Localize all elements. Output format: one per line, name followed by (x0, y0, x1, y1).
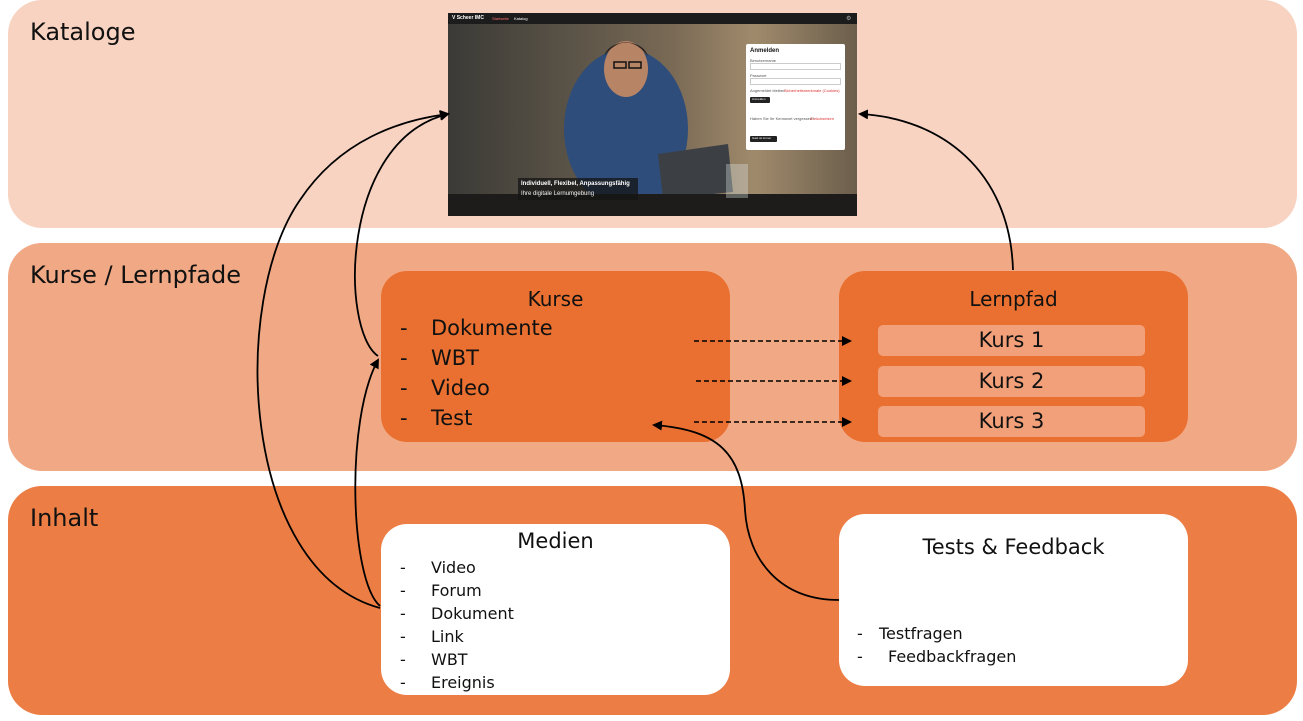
lernpfad-kurs-2: Kurs 2 (878, 366, 1145, 397)
screenshot-top-bar: V Scheer IMC Startseite Katalog ⚙ (448, 13, 857, 24)
screenshot-gear-icon: ⚙ (846, 16, 852, 22)
lernpfad-kurs-1: Kurs 1 (878, 325, 1145, 356)
screenshot-login-panel: Anmelden Benutzername Passwort Angemelde… (746, 44, 845, 150)
kurse-item: -Video (400, 376, 490, 400)
medien-item: -Video (400, 558, 476, 577)
lernpfad-title: Lernpfad (969, 287, 1058, 311)
tests-feedback-box: Tests & Feedback -Testfragen -Feedbackfr… (839, 514, 1188, 686)
screenshot-brand: V Scheer IMC (452, 15, 484, 21)
lernpfad-kurs-3: Kurs 3 (878, 406, 1145, 437)
screenshot-caption: Individuell, Flexibel, Anpassungsfähig I… (518, 178, 638, 200)
kurse-title: Kurse (527, 287, 584, 311)
screenshot-person-illustration (448, 41, 857, 216)
screenshot-guest-button: Gast ist immer (750, 136, 777, 142)
screenshot-username-field (750, 63, 841, 70)
tests-feedback-list: -Testfragen -Feedbackfragen (857, 624, 1017, 670)
screenshot-password-field (750, 78, 841, 85)
screenshot-username-label: Benutzername (750, 58, 777, 63)
lernpfad-box: Lernpfad Kurs 1 Kurs 2 Kurs 3 (839, 271, 1188, 442)
medien-item: -Link (400, 627, 464, 646)
tests-feedback-item: -Feedbackfragen (857, 647, 1017, 666)
medien-title: Medien (517, 529, 594, 553)
screenshot-caption-sub: Ihre digitale Lernumgebung (521, 191, 595, 197)
arrow-medien-to-kurse (354, 358, 381, 607)
tests-feedback-title: Tests & Feedback (922, 535, 1105, 559)
band-title-kurse-lernpfade: Kurse / Lernpfade (30, 261, 241, 289)
medien-item: -Dokument (400, 604, 514, 623)
kurse-item: -WBT (400, 346, 479, 370)
medien-item: -Forum (400, 581, 482, 600)
arrow-medien-to-katalog (256, 110, 450, 609)
arrow-tests-to-kurse (652, 420, 840, 601)
screenshot-caption-title: Individuell, Flexibel, Anpassungsfähig (521, 181, 630, 187)
screenshot-login-button: Anmelden (750, 97, 770, 103)
screenshot-login-title: Anmelden (750, 48, 780, 54)
screenshot-password-label: Passwort (750, 73, 767, 78)
kurse-list: -Dokumente -WBT -Video -Test (400, 316, 553, 436)
kurse-box: Kurse -Dokumente -WBT -Video -Test (381, 271, 730, 442)
catalog-screenshot: V Scheer IMC Startseite Katalog ⚙ Anmeld… (448, 13, 857, 216)
medien-item: -WBT (400, 650, 468, 669)
arrow-lernpfad-to-katalog (858, 109, 1014, 271)
medien-box: Medien -Video -Forum -Dokument -Link -WB… (381, 524, 730, 695)
band-title-kataloge: Kataloge (30, 18, 136, 46)
band-title-inhalt: Inhalt (30, 504, 99, 532)
screenshot-forgot-link: Zurücksetzen (810, 116, 835, 121)
screenshot-nav-katalog: Katalog (514, 16, 528, 21)
screenshot-remember: Angemeldet bleiben (750, 88, 786, 93)
tests-feedback-item: -Testfragen (857, 624, 963, 643)
medien-list: -Video -Forum -Dokument -Link -WBT -Erei… (400, 558, 514, 696)
kurse-item: -Test (400, 406, 473, 430)
screenshot-nav-startseite: Startseite (492, 16, 509, 21)
screenshot-privacy-link: Sicherheitsmerkmale (Cookies) (784, 88, 840, 93)
screenshot-forgot-text: Haben Sie Ihr Kennwort vergessen? (750, 116, 815, 121)
arrow-kurse-to-katalog (354, 111, 450, 357)
medien-item: -Ereignis (400, 673, 495, 692)
kurse-item: -Dokumente (400, 316, 553, 340)
